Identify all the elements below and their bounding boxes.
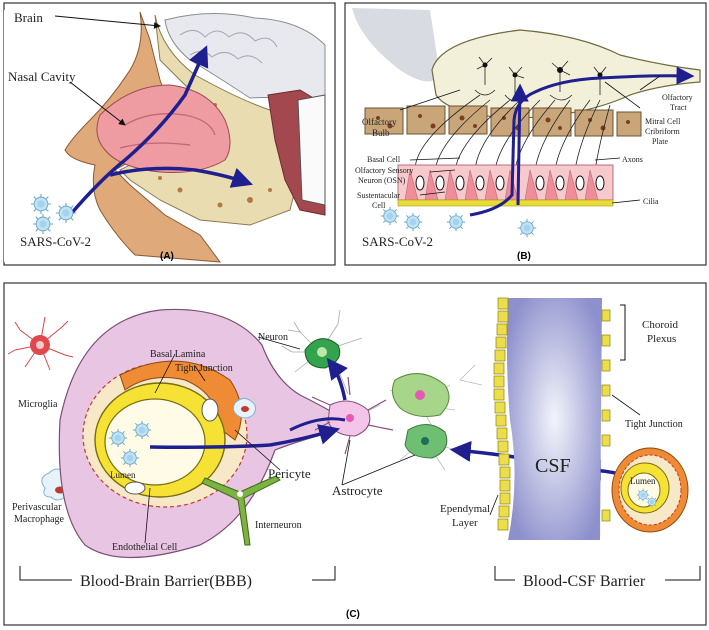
panel-a: Brain Nasal Cavity SARS-CoV-2 (A) — [3, 2, 336, 266]
virus-icon — [636, 488, 650, 502]
choroid-cells — [601, 309, 611, 522]
panel-c-letter: (C) — [346, 609, 360, 620]
label-ependymal-1: Ependymal — [440, 503, 490, 515]
panel-b-letter: (B) — [517, 251, 531, 262]
interneuron-nucleus — [237, 491, 243, 497]
label-interneuron: Interneuron — [255, 520, 302, 531]
label-axons: Axons — [622, 155, 643, 164]
label-pericyte: Pericyte — [268, 466, 311, 481]
airway — [297, 94, 326, 206]
label-astrocyte: Astrocyte — [332, 483, 383, 498]
label-ependymal-2: Layer — [452, 517, 478, 529]
label-choroid-1: Choroid — [642, 319, 679, 331]
label-sustentacular-2: Cell — [372, 201, 386, 210]
label-microglia: Microglia — [18, 399, 58, 410]
cribriform-plate — [364, 105, 642, 137]
virus-icon — [446, 212, 466, 232]
virus-icon — [646, 496, 658, 508]
label-bcsf: Blood-CSF Barrier — [523, 573, 646, 590]
panel-a-letter: (A) — [160, 251, 174, 262]
label-tight-junction-right: Tight Junction — [625, 419, 683, 430]
label-bbb: Blood-Brain Barrier(BBB) — [80, 573, 252, 590]
label-osn-2: Neuron (OSN) — [358, 176, 406, 185]
ependymal-cells — [493, 297, 511, 531]
label-osn-1: Olfactory Sensory — [355, 166, 413, 175]
label-lumen: Lumen — [110, 470, 136, 480]
label-perivascular-1: Perivascular — [12, 502, 62, 513]
label-choroid-2: Plexus — [647, 333, 676, 345]
label-mitral-cell: Mitral Cell — [645, 117, 681, 126]
label-basal-cell: Basal Cell — [367, 155, 401, 164]
label-cribriform-2: Plate — [652, 137, 668, 146]
label-csf: CSF — [535, 455, 571, 477]
label-sustentacular-1: Sustentacular — [357, 191, 400, 200]
arrow-bbb-extra — [289, 417, 346, 432]
choroid-bracket — [620, 304, 626, 361]
label-perivascular-2: Macrophage — [14, 514, 65, 525]
label-sars-cov-2-b: SARS-CoV-2 — [362, 234, 433, 249]
arrow-to-throat — [109, 166, 253, 188]
label-olfactory-bulb-1: Olfactory — [362, 117, 397, 127]
virus-icon — [403, 212, 423, 232]
arrow-bbb-to-brain — [149, 424, 341, 449]
virus-icon — [517, 218, 537, 238]
arrow-olfactory-path — [469, 66, 695, 217]
pointer-nasal-cavity — [69, 81, 126, 126]
endothelial-nucleus — [124, 481, 146, 495]
label-cribriform-1: Cribriform — [645, 127, 680, 136]
arrow-to-brain — [68, 45, 209, 217]
virus-icon — [108, 428, 128, 448]
panel-b: Olfactory Bulb Olfactory Tract Mitral Ce… — [344, 2, 707, 266]
panel-c-pointers — [144, 336, 499, 544]
label-olfactory-tract-1: Olfactory — [662, 93, 693, 102]
microglia — [7, 316, 74, 371]
axons — [414, 94, 611, 171]
label-olfactory-tract-2: Tract — [670, 103, 687, 112]
arrow-to-neuron — [326, 357, 348, 401]
endothelial-nucleus — [201, 398, 219, 422]
panel-b-pointers — [399, 75, 661, 204]
panel-c: Microglia Perivascular Macrophage Lumen — [3, 282, 707, 626]
label-tight-junction: Tight Junction — [175, 363, 233, 374]
csf-column — [506, 298, 602, 540]
pointer-tight-junction-right — [611, 394, 641, 416]
pointer-brain — [54, 15, 161, 29]
label-endothelial-cell: Endothelial Cell — [112, 542, 177, 553]
interneuron-shape — [201, 475, 281, 546]
virus-icon — [32, 213, 54, 235]
virus-icon — [30, 193, 52, 215]
virus-icon — [132, 420, 152, 440]
bcsf-label-bg — [515, 570, 665, 590]
label-sars-cov-2-a: SARS-CoV-2 — [20, 234, 91, 249]
label-neuron: Neuron — [258, 332, 288, 343]
virus-icon — [55, 202, 77, 224]
arrow-vertical — [510, 83, 529, 206]
nasal-cavity-shape — [96, 84, 231, 173]
virus-icon — [120, 448, 140, 468]
label-olfactory-bulb-2: Bulb — [372, 128, 390, 138]
bbb-label-bg — [72, 570, 312, 590]
label-basal-lamina: Basal Lamina — [150, 349, 206, 360]
brain-tissue — [352, 8, 440, 82]
blood-cell-nucleus — [241, 406, 249, 412]
turbinates — [119, 113, 216, 149]
label-cilia: Cilia — [643, 197, 659, 206]
label-brain: Brain — [14, 10, 43, 25]
label-lumen-right: Lumen — [630, 476, 656, 486]
label-nasal-cavity: Nasal Cavity — [8, 69, 76, 84]
